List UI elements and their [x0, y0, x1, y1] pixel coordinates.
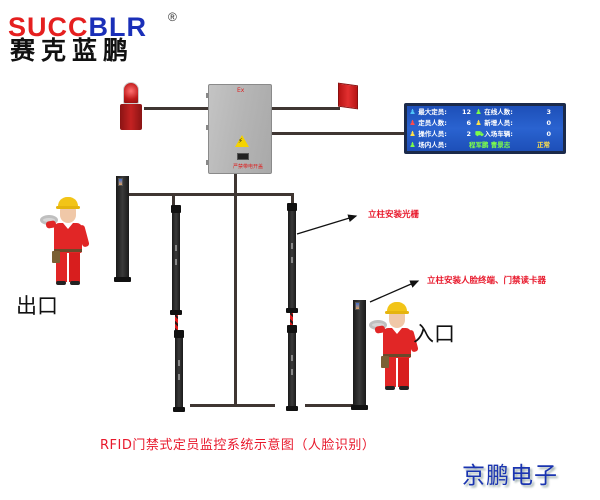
worker-entry-icon [369, 302, 425, 392]
wire-drop-right [291, 193, 294, 203]
person-icon: ♟ [475, 108, 482, 116]
led-display-panel: ♟ 最大定员: 12 ♟ 在线人数: 3 ♟ 定员人数: 6 ♟ 新增人员: 0… [404, 103, 566, 154]
logo-english: SUCCBLR [8, 14, 147, 41]
face-terminal-screen-icon [118, 178, 123, 186]
logo-blr: BLR [88, 12, 148, 42]
person-icon: ♟ [475, 119, 482, 127]
display-value: 6 [466, 119, 471, 127]
display-value: 0 [546, 119, 551, 127]
display-row: ♟ 操作人员: 2 ⛟ 入场车辆: 0 [407, 129, 563, 140]
wire-bottom-left [190, 404, 275, 407]
light-curtain-pole-left-lower [173, 330, 185, 412]
wire-beacon-to-box [144, 107, 208, 110]
display-value: 12 [461, 108, 471, 116]
callout-light-curtain: 立柱安装光栅 [368, 210, 420, 220]
person-icon: ♟ [409, 108, 416, 116]
face-terminal-pole-entry [351, 300, 368, 410]
display-row: ♟ 场内人员: 程军鹏 曹景志 正常 [407, 140, 563, 151]
display-label: 新增人员: [484, 119, 513, 127]
display-value: 0 [546, 130, 551, 138]
person-icon: ♟ [409, 130, 416, 138]
exit-label: 出口 [16, 294, 58, 318]
display-label: 入场车辆: [484, 130, 513, 138]
alarm-beacon-icon [118, 82, 144, 132]
wire-drop-left [172, 193, 175, 205]
light-curtain-pole-right-lower [286, 325, 298, 411]
display-status: 正常 [537, 141, 550, 149]
control-box-warning-label: 严禁带电开盖 [233, 164, 264, 170]
wire-bottom-right [305, 404, 360, 407]
wire-box-to-display [272, 132, 404, 135]
vehicle-icon: ⛟ [475, 130, 484, 138]
logo-chinese: 赛克蓝鹏 [10, 36, 135, 65]
person-icon: ♟ [409, 141, 416, 149]
worker-exit-icon [40, 197, 96, 287]
display-label: 最大定员: [418, 108, 447, 116]
ex-mark: Ex [237, 87, 245, 94]
control-box: Ex 严禁带电开盖 [206, 84, 272, 174]
entry-label: 入口 [413, 322, 455, 346]
display-value: 3 [546, 108, 551, 116]
person-icon: ♟ [409, 119, 416, 127]
wire-distribution-bar [127, 193, 294, 196]
display-names: 程军鹏 曹景志 [469, 141, 511, 149]
display-value: 2 [466, 130, 471, 138]
switch-icon [237, 153, 249, 160]
face-terminal-screen-icon [355, 302, 360, 310]
light-curtain-pole-right-upper [286, 203, 298, 313]
callout-face-terminal: 立柱安装人脸终端、门禁读卡器 [427, 276, 547, 286]
high-voltage-warning-icon [235, 135, 249, 147]
display-row: ♟ 定员人数: 6 ♟ 新增人员: 0 [407, 118, 563, 129]
registered-mark: ® [168, 10, 177, 24]
wire-main-trunk [234, 174, 237, 404]
display-label: 场内人员: [418, 141, 447, 149]
display-label: 操作人员: [418, 130, 447, 138]
light-curtain-pole-left-upper [170, 205, 182, 315]
logo-succ: SUCC [8, 12, 89, 42]
display-row: ♟ 最大定员: 12 ♟ 在线人数: 3 [407, 107, 563, 118]
wire-box-to-siren [272, 107, 340, 110]
display-label: 定员人数: [418, 119, 447, 127]
face-terminal-pole-exit [114, 176, 131, 282]
display-label: 在线人数: [484, 108, 513, 116]
brand-name: 京鹏电子 [462, 463, 558, 489]
diagram-caption: RFID门禁式定员监控系统示意图（人脸识别） [100, 438, 376, 453]
